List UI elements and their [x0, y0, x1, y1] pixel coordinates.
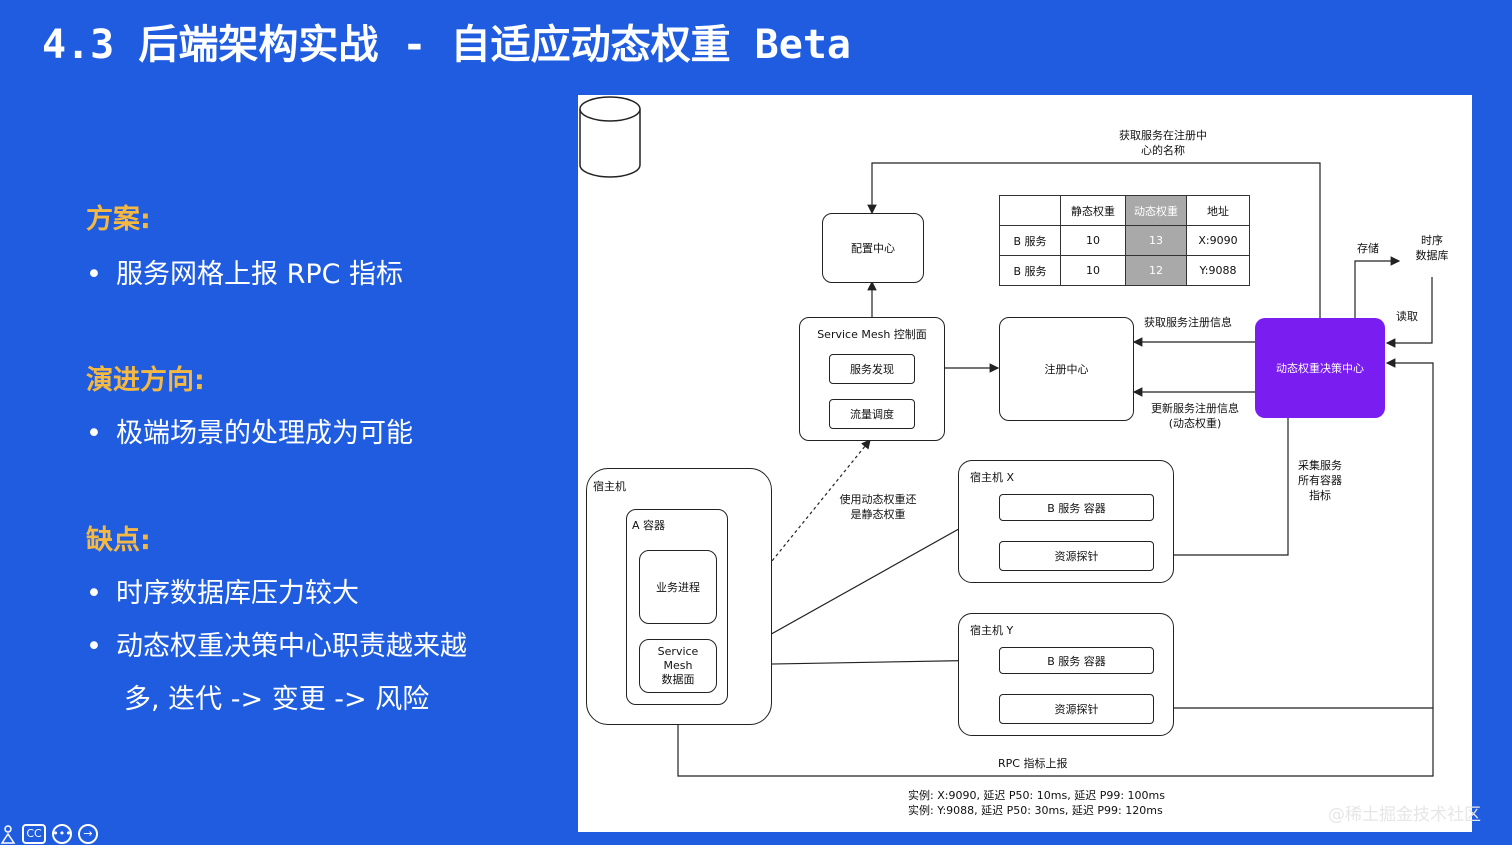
table-header-row: 静态权重 动态权重 地址: [999, 195, 1250, 226]
b-container-x: B 服务 容器: [999, 494, 1154, 521]
config-center-node: 配置中心: [822, 213, 924, 283]
heading-evolution: 演进方向:: [86, 365, 205, 396]
heading-plan: 方案:: [86, 204, 151, 235]
mesh-data-plane-node: Service Mesh 数据面: [639, 639, 717, 693]
bullet-drawback-1: •时序数据库压力较大: [86, 578, 359, 609]
more-icon[interactable]: •••: [52, 823, 72, 844]
resource-probe-x: 资源探针: [999, 541, 1154, 571]
next-icon[interactable]: →: [78, 823, 98, 844]
player-toolbar: CC ••• →: [0, 822, 98, 845]
label-get-reg-info: 获取服务注册信息: [1144, 316, 1232, 329]
label-instance-y: 实例: Y:9088, 延迟 P50: 30ms, 延迟 P99: 120ms: [908, 804, 1163, 817]
traffic-dispatch-node: 流量调度: [829, 399, 915, 429]
bullet-evolution-1: •极端场景的处理成为可能: [86, 418, 413, 449]
bullet-drawback-2-cont: 多, 迭代 -> 变更 -> 风险: [124, 684, 430, 715]
b-container-y: B 服务 容器: [999, 647, 1154, 674]
architecture-diagram: 配置中心 Service Mesh 控制面 服务发现 流量调度 注册中心 静态权…: [578, 95, 1472, 832]
label-collect-metrics: 采集服务 所有容器 指标: [1298, 459, 1342, 502]
host-x-label: 宿主机 X: [970, 471, 1015, 484]
label-instance-x: 实例: X:9090, 延迟 P50: 10ms, 延迟 P99: 100ms: [908, 789, 1165, 802]
tsdb-icon: [579, 96, 641, 178]
bullet-drawback-2: •动态权重决策中心职责越来越: [86, 631, 467, 662]
business-process-node: 业务进程: [639, 550, 717, 624]
service-discovery-node: 服务发现: [829, 354, 915, 384]
person-icon[interactable]: [0, 824, 16, 844]
label-get-name: 获取服务在注册中 心的名称: [1119, 129, 1207, 157]
resource-probe-y: 资源探针: [999, 694, 1154, 724]
label-store: 存储: [1357, 242, 1379, 255]
decision-center-node: 动态权重决策中心: [1255, 318, 1385, 418]
label-read: 读取: [1396, 310, 1418, 323]
label-update-reg-info: 更新服务注册信息 (动态权重): [1151, 402, 1239, 430]
container-a-label: A 容器: [632, 519, 666, 532]
label-rpc-report: RPC 指标上报: [998, 757, 1068, 770]
tsdb-label: 时序 数据库: [1415, 234, 1449, 262]
label-use-weight: 使用动态权重还 是静态权重: [839, 493, 917, 521]
cc-icon[interactable]: CC: [22, 823, 46, 844]
page-title: 4.3 后端架构实战 - 自适应动态权重 Beta: [42, 22, 851, 68]
watermark: @稀土掘金技术社区: [1328, 805, 1481, 825]
host-label: 宿主机: [593, 480, 626, 493]
heading-drawbacks: 缺点:: [86, 525, 151, 556]
host-y-label: 宿主机 Y: [970, 624, 1014, 637]
registry-node: 注册中心: [999, 317, 1134, 421]
bullet-plan-1: •服务网格上报 RPC 指标: [86, 259, 404, 290]
